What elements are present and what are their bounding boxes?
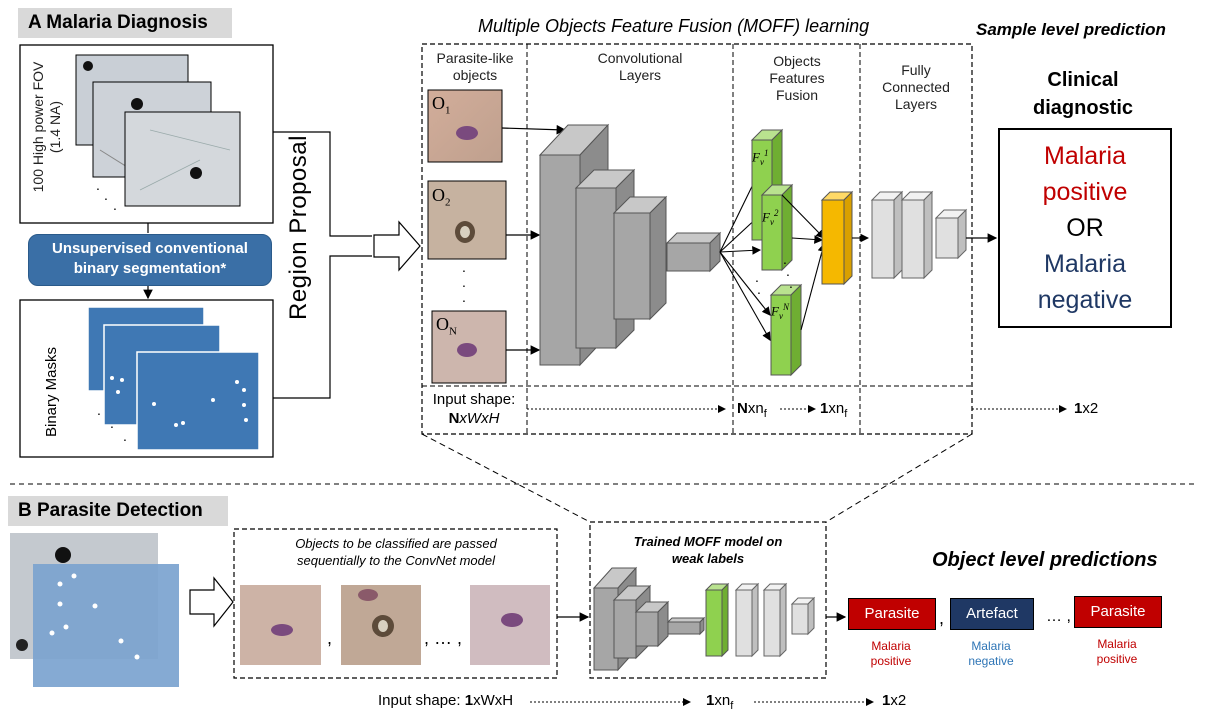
sample-level-title: Sample level prediction — [976, 20, 1166, 39]
object-label-n: ON — [436, 314, 457, 338]
feature-label-1: Fv1 — [752, 148, 769, 167]
objects-separator-1: , — [327, 628, 333, 648]
zoom-line-left — [421, 433, 591, 523]
conv-layer-blocks — [538, 123, 722, 367]
objects-frame — [233, 528, 558, 679]
svg-text:.: . — [97, 402, 101, 418]
fov-label: 100 High power FOV (1.4 NA) — [30, 61, 63, 193]
zoom-line-right — [825, 433, 973, 523]
fused-feature-block — [820, 190, 854, 286]
moff-title: Multiple Objects Feature Fusion (MOFF) l… — [478, 16, 870, 36]
svg-text:.: . — [789, 275, 793, 291]
section-b-title: B Parasite Detection — [8, 496, 228, 526]
svg-text:.: . — [755, 269, 759, 285]
svg-text:.: . — [110, 415, 114, 431]
segmentation-step: Unsupervised conventional binary segment… — [28, 234, 272, 286]
feature-label-n: FvN — [771, 302, 789, 321]
trained-model-frame — [589, 521, 827, 679]
prediction-separator-2: … , — [1046, 608, 1071, 625]
shape-out-b: 1x2 — [882, 692, 907, 709]
object-thumbnail-1 — [427, 89, 503, 163]
section-a-title: A Malaria Diagnosis — [18, 8, 232, 38]
object-label-1: O1 — [432, 93, 451, 117]
svg-text:.: . — [462, 274, 466, 290]
svg-text:.: . — [123, 428, 127, 444]
svg-text:.: . — [786, 263, 790, 279]
feature-label-2: Fv2 — [762, 208, 779, 227]
svg-text:.: . — [783, 251, 787, 267]
shape-1x2: 1x2 — [1074, 400, 1099, 417]
detection-overlay-image — [10, 533, 179, 687]
input-shape-b: Input shape: 1xWxH — [378, 692, 514, 709]
shape-nxnf: Nxnf — [737, 400, 767, 420]
binary-mask-stack — [87, 306, 260, 451]
svg-text:.: . — [104, 187, 108, 203]
prediction-separator-1: , — [939, 608, 945, 628]
prediction-badge-3: Parasite — [1074, 596, 1162, 628]
fc-layer-blocks — [870, 190, 968, 280]
prediction-badge-2: Artefact — [950, 598, 1034, 630]
object-label-2: O2 — [432, 185, 451, 209]
binary-masks-label: Binary Masks — [43, 346, 60, 437]
prediction-badge-1: Parasite — [848, 598, 936, 630]
fov-ellipsis-dots: . — [96, 177, 100, 193]
shape-1xnf: 1xnf — [820, 400, 848, 420]
input-shape-label: Input shape: NxWxH — [432, 391, 516, 427]
svg-text:.: . — [113, 197, 117, 213]
region-proposal-label: Region Proposal — [285, 135, 312, 320]
objects-separator-2: , … , — [424, 628, 463, 648]
diagnostic-result-box: Malaria positive OR Malaria negative — [998, 128, 1172, 328]
region-proposal-connector-top — [273, 131, 372, 237]
svg-text:.: . — [757, 281, 761, 297]
object-level-title: Object level predictions — [932, 549, 1158, 571]
block-arrow-right-icon — [373, 220, 421, 272]
trained-model-blocks — [592, 566, 816, 672]
shape-mid-b: 1xnf — [706, 692, 734, 712]
region-proposal-connector-bottom — [273, 255, 372, 399]
svg-text:.: . — [462, 259, 466, 275]
fov-image-stack — [75, 54, 241, 207]
svg-text:.: . — [462, 289, 466, 305]
moff-frame — [421, 43, 973, 435]
block-arrow-right-icon-b — [189, 576, 234, 628]
feature-vector-blocks — [750, 128, 803, 377]
object-thumbnail-2 — [427, 180, 507, 260]
